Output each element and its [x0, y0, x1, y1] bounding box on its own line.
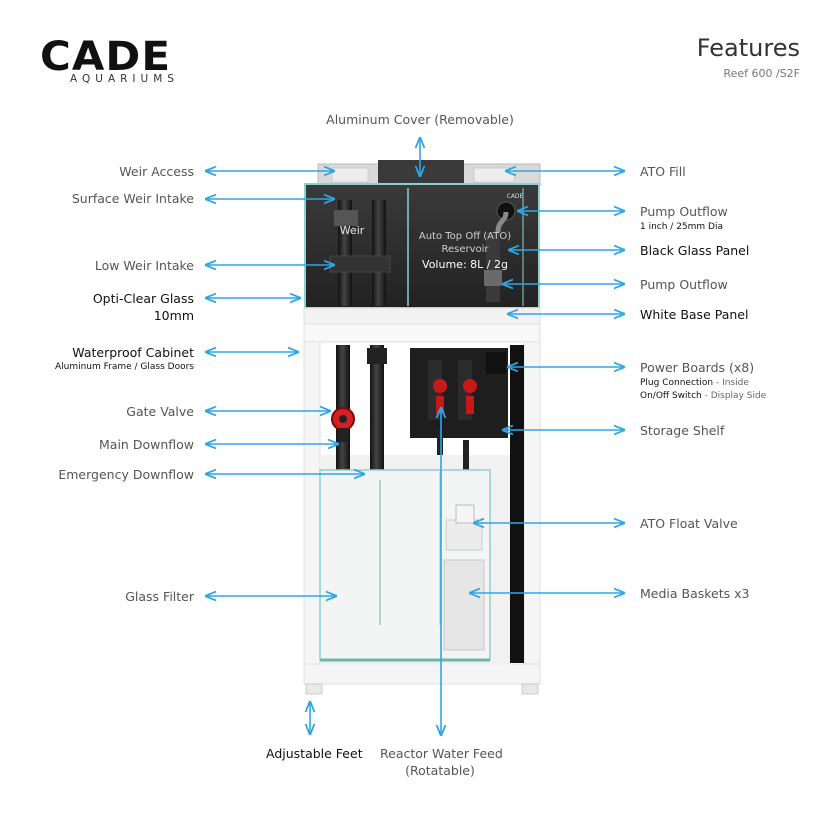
- ato-text-1: Auto Top Off (ATO): [419, 231, 511, 242]
- white-base-panel: [303, 307, 541, 325]
- label-main-downflow: Main Downflow: [99, 437, 194, 452]
- label-weir-access: Weir Access: [119, 164, 194, 179]
- glass-filter: [319, 469, 491, 662]
- label-low-weir-intake: Low Weir Intake: [94, 258, 194, 273]
- label-pump-outflow-top: Pump Outflow: [640, 204, 728, 219]
- weir-text: Weir: [340, 224, 365, 237]
- label-pump-outflow-top-sub: 1 inch / 25mm Dia: [640, 222, 723, 232]
- callout-arrows: [206, 138, 624, 735]
- label-opti-clear-glass: Opti-Clear Glass: [92, 291, 194, 306]
- display-tank: [304, 183, 540, 309]
- label-waterproof-cabinet-sub: Aluminum Frame / Glass Doors: [54, 362, 194, 372]
- label-reactor-water-feed: Reactor Water Feed: [380, 746, 503, 761]
- ato-volume-text: Volume: 8L / 2g: [422, 258, 508, 271]
- label-power-boards: Power Boards (x8): [640, 360, 755, 375]
- brand-logo: CADE: [40, 34, 172, 80]
- label-aluminum-cover: Aluminum Cover (Removable): [326, 112, 514, 127]
- label-opti-clear-glass-sub: 10mm: [153, 308, 194, 323]
- label-surface-weir-intake: Surface Weir Intake: [71, 191, 194, 206]
- label-power-boards-sub2: On/Off Switch - Display Side: [640, 391, 767, 401]
- label-pump-outflow: Pump Outflow: [640, 277, 728, 292]
- label-glass-filter: Glass Filter: [125, 589, 194, 604]
- label-emergency-downflow: Emergency Downflow: [58, 467, 194, 482]
- label-media-baskets: Media Baskets x3: [640, 586, 750, 601]
- ato-text-2: Reservoir: [441, 244, 489, 255]
- label-reactor-water-feed-sub: (Rotatable): [405, 763, 475, 778]
- label-power-boards-sub1: Plug Connection - Inside: [640, 378, 749, 388]
- label-waterproof-cabinet: Waterproof Cabinet: [72, 345, 194, 360]
- model-subtitle: Reef 600 /S2F: [723, 67, 800, 80]
- aluminum-cover: [317, 160, 541, 187]
- brand-subtitle: AQUARIUMS: [70, 73, 179, 85]
- tank-logo: CADE: [507, 193, 524, 200]
- label-gate-valve: Gate Valve: [126, 404, 194, 419]
- label-black-glass-panel: Black Glass Panel: [640, 243, 750, 258]
- label-white-base-panel: White Base Panel: [640, 307, 749, 322]
- label-ato-fill: ATO Fill: [640, 164, 686, 179]
- label-storage-shelf: Storage Shelf: [640, 423, 725, 438]
- label-ato-float-valve: ATO Float Valve: [640, 516, 738, 531]
- page-title: Features: [696, 34, 800, 62]
- label-adjustable-feet: Adjustable Feet: [266, 746, 363, 761]
